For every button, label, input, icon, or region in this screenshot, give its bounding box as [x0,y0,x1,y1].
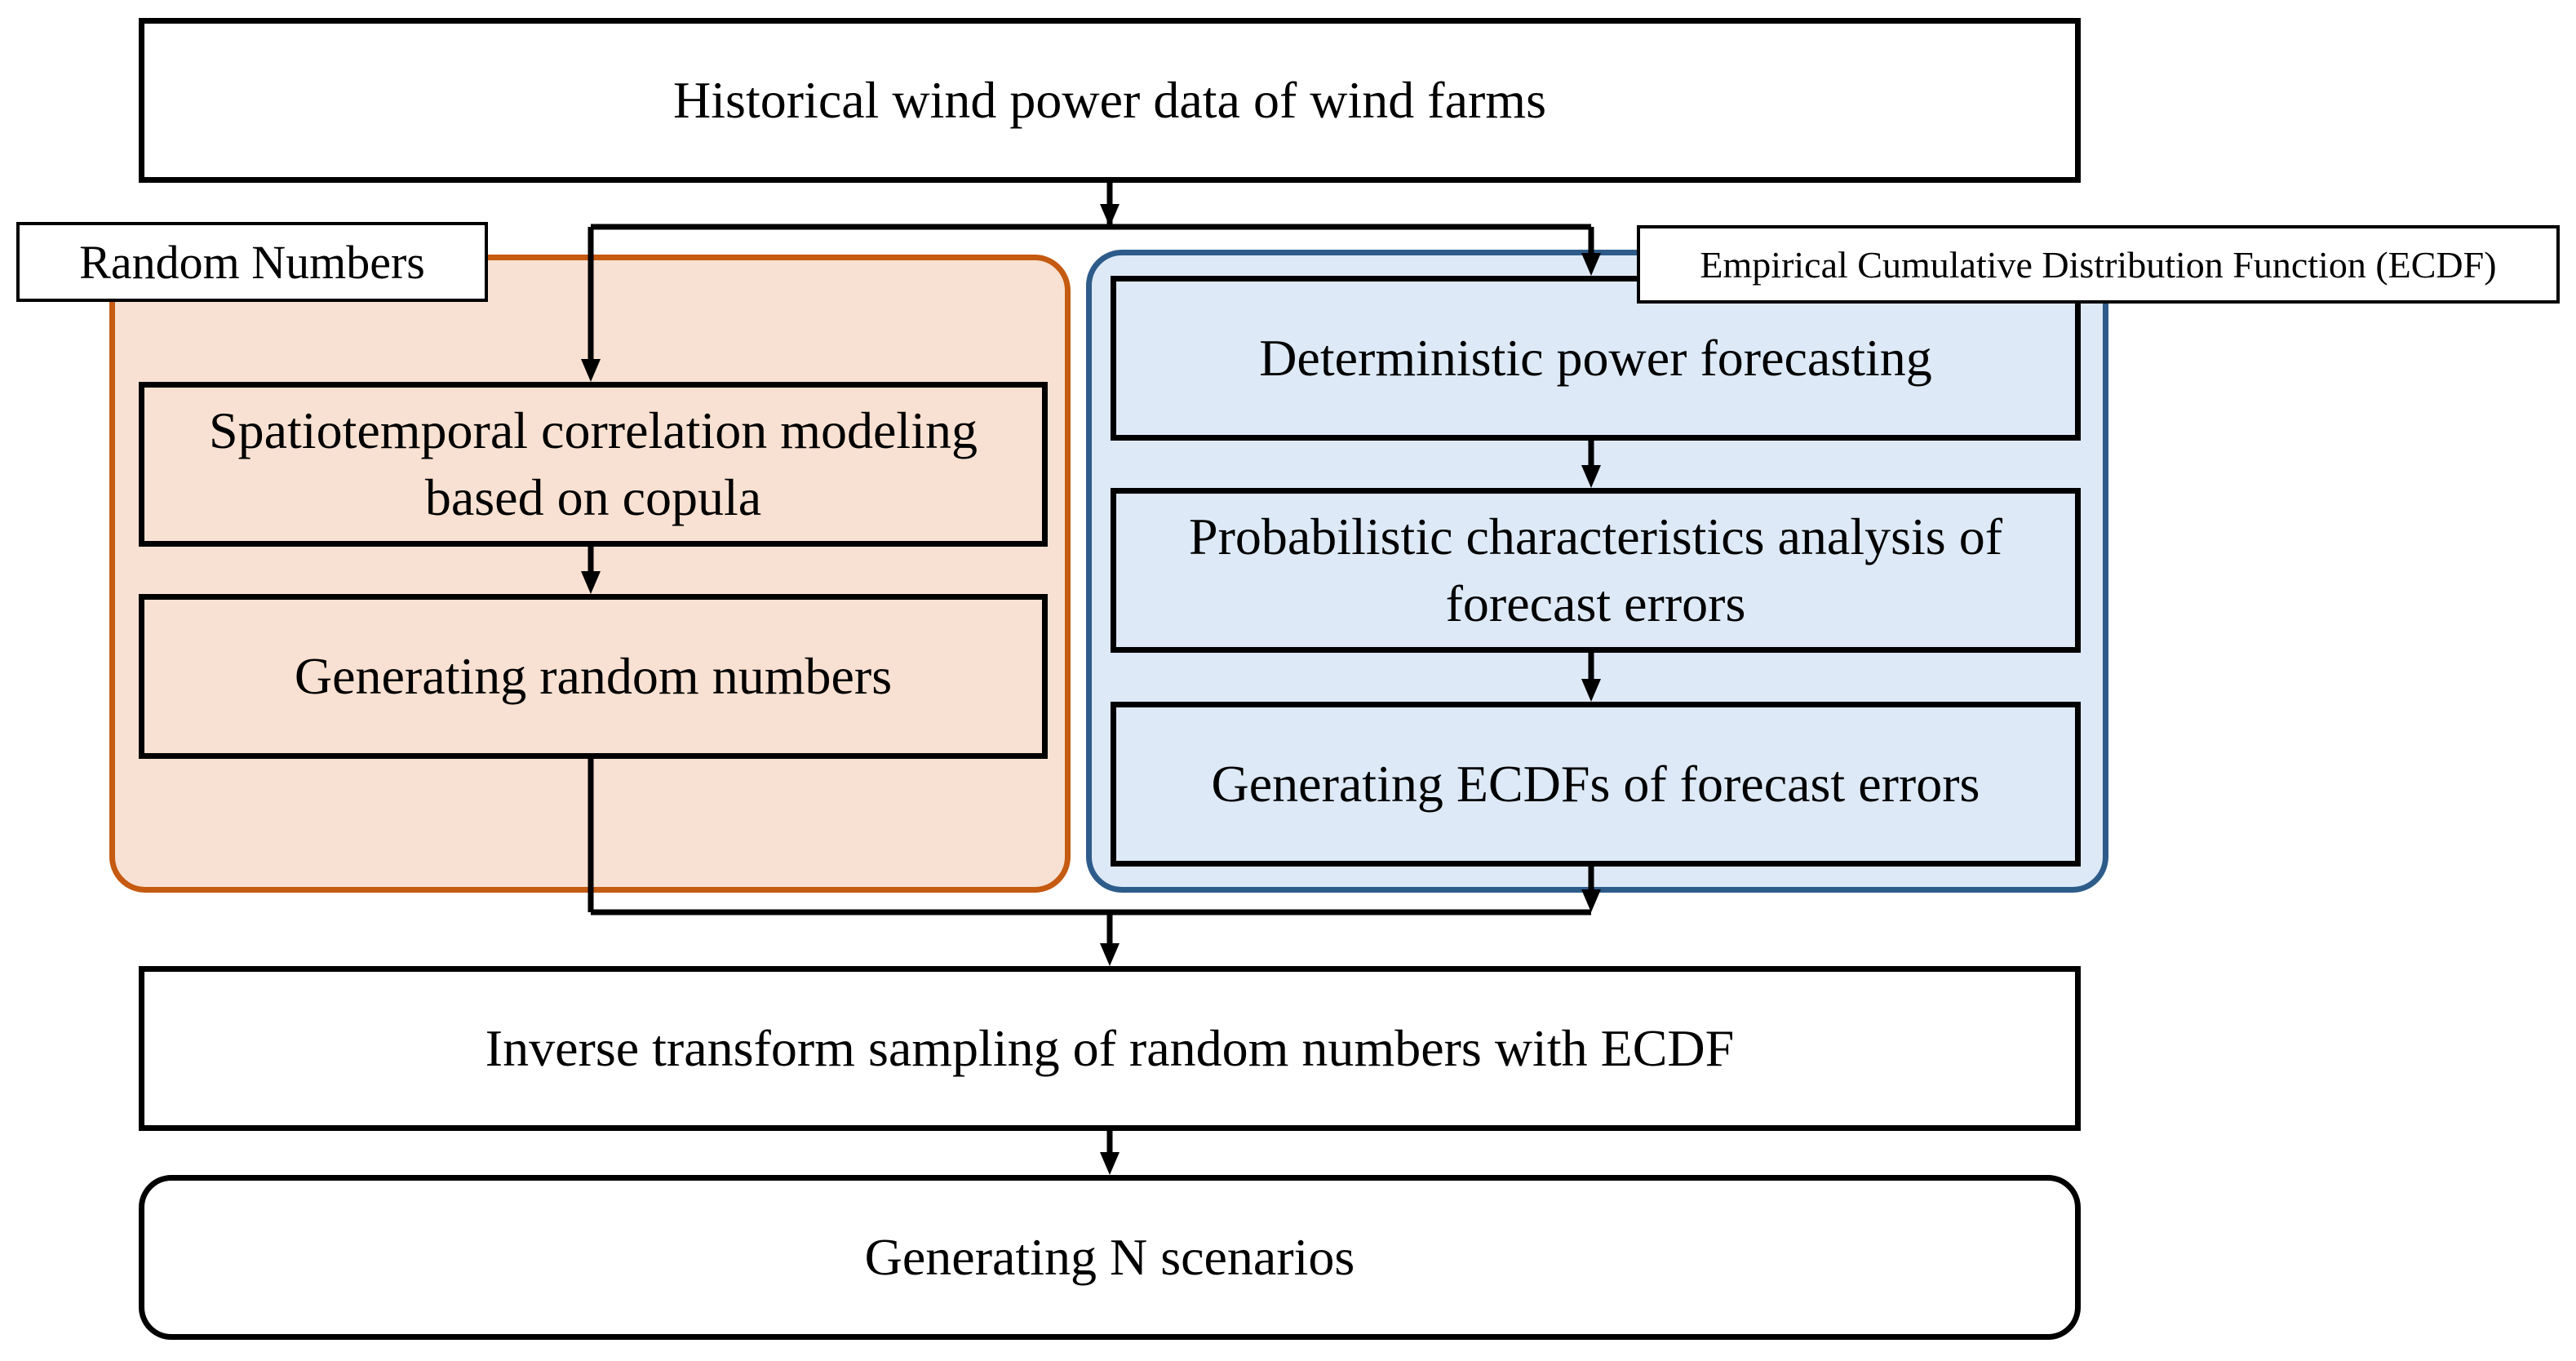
scenarios-box: Generating N scenarios [139,1175,2081,1340]
probabilistic-analysis-box: Probabilistic characteristics analysis o… [1111,488,2081,653]
arrowhead-inv [1100,943,1120,966]
random-numbers-group [109,255,1071,893]
random-numbers-label: Random Numbers [16,222,488,302]
inverse-sampling-box: Inverse transform sampling of random num… [139,966,2081,1131]
spatiotemporal-modeling-box: Spatiotemporal correlation modeling base… [139,382,1048,547]
generating-ecdfs-box: Generating ECDFs of forecast errors [1111,702,2081,867]
generating-random-numbers-box: Generating random numbers [139,594,1048,759]
arrowhead-scen [1100,1152,1120,1175]
arrowhead-genecdf-merge [1581,889,1601,912]
arrowhead-hist [1100,204,1120,227]
historical-data-box: Historical wind power data of wind farms [139,18,2081,183]
ecdf-label: Empirical Cumulative Distribution Functi… [1637,225,2560,304]
